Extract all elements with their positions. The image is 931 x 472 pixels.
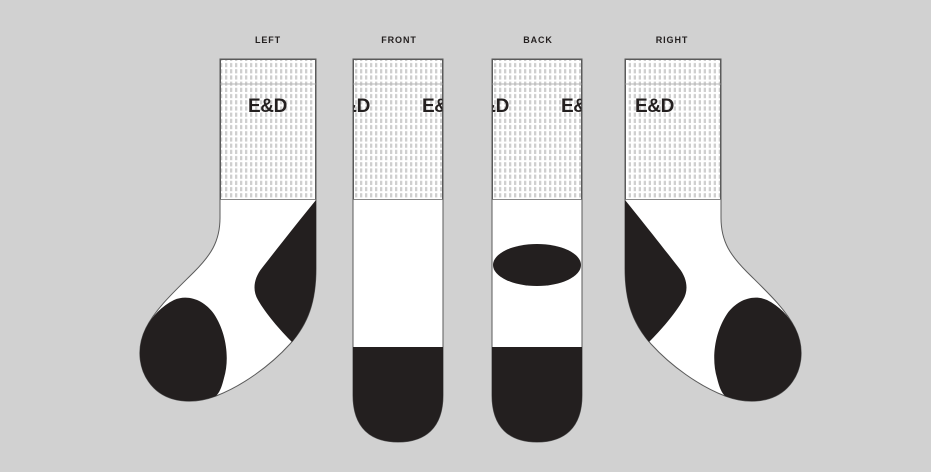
- cuff-rib-front: [353, 59, 443, 200]
- sock-view-back[interactable]: E&D E&D: [484, 50, 594, 443]
- view-label-right: RIGHT: [655, 35, 689, 45]
- brand-logo-front-right-fragment: E&D: [422, 96, 461, 117]
- view-label-back: BACK: [523, 35, 553, 45]
- cuff-rib-left: [220, 59, 316, 200]
- sock-view-left[interactable]: E&D: [120, 50, 330, 420]
- brand-logo-back-right-fragment: E&D: [561, 96, 600, 117]
- sock-view-front[interactable]: E&D E&D: [345, 50, 455, 443]
- view-label-left: LEFT: [254, 35, 282, 45]
- sock-view-right[interactable]: E&D: [611, 50, 821, 420]
- brand-logo-left: E&D: [248, 96, 287, 117]
- cuff-rib-back: [492, 59, 582, 200]
- brand-logo-back-left-fragment: E&D: [470, 96, 509, 117]
- heel-panel-right: [625, 200, 687, 342]
- brand-logo-front-group: E&D E&D: [331, 96, 461, 117]
- toe-cap-front: [353, 347, 443, 442]
- heel-panel-back: [493, 244, 581, 286]
- brand-logo-back-group: E&D E&D: [470, 96, 600, 117]
- toe-cap-left: [139, 297, 227, 402]
- heel-panel-left: [254, 200, 316, 342]
- view-label-front: FRONT: [381, 35, 417, 45]
- cuff-rib-right: [625, 59, 721, 200]
- toe-cap-back: [492, 347, 582, 442]
- brand-logo-right: E&D: [635, 96, 674, 117]
- toe-cap-right: [714, 297, 802, 402]
- brand-logo-front-left-fragment: E&D: [331, 96, 370, 117]
